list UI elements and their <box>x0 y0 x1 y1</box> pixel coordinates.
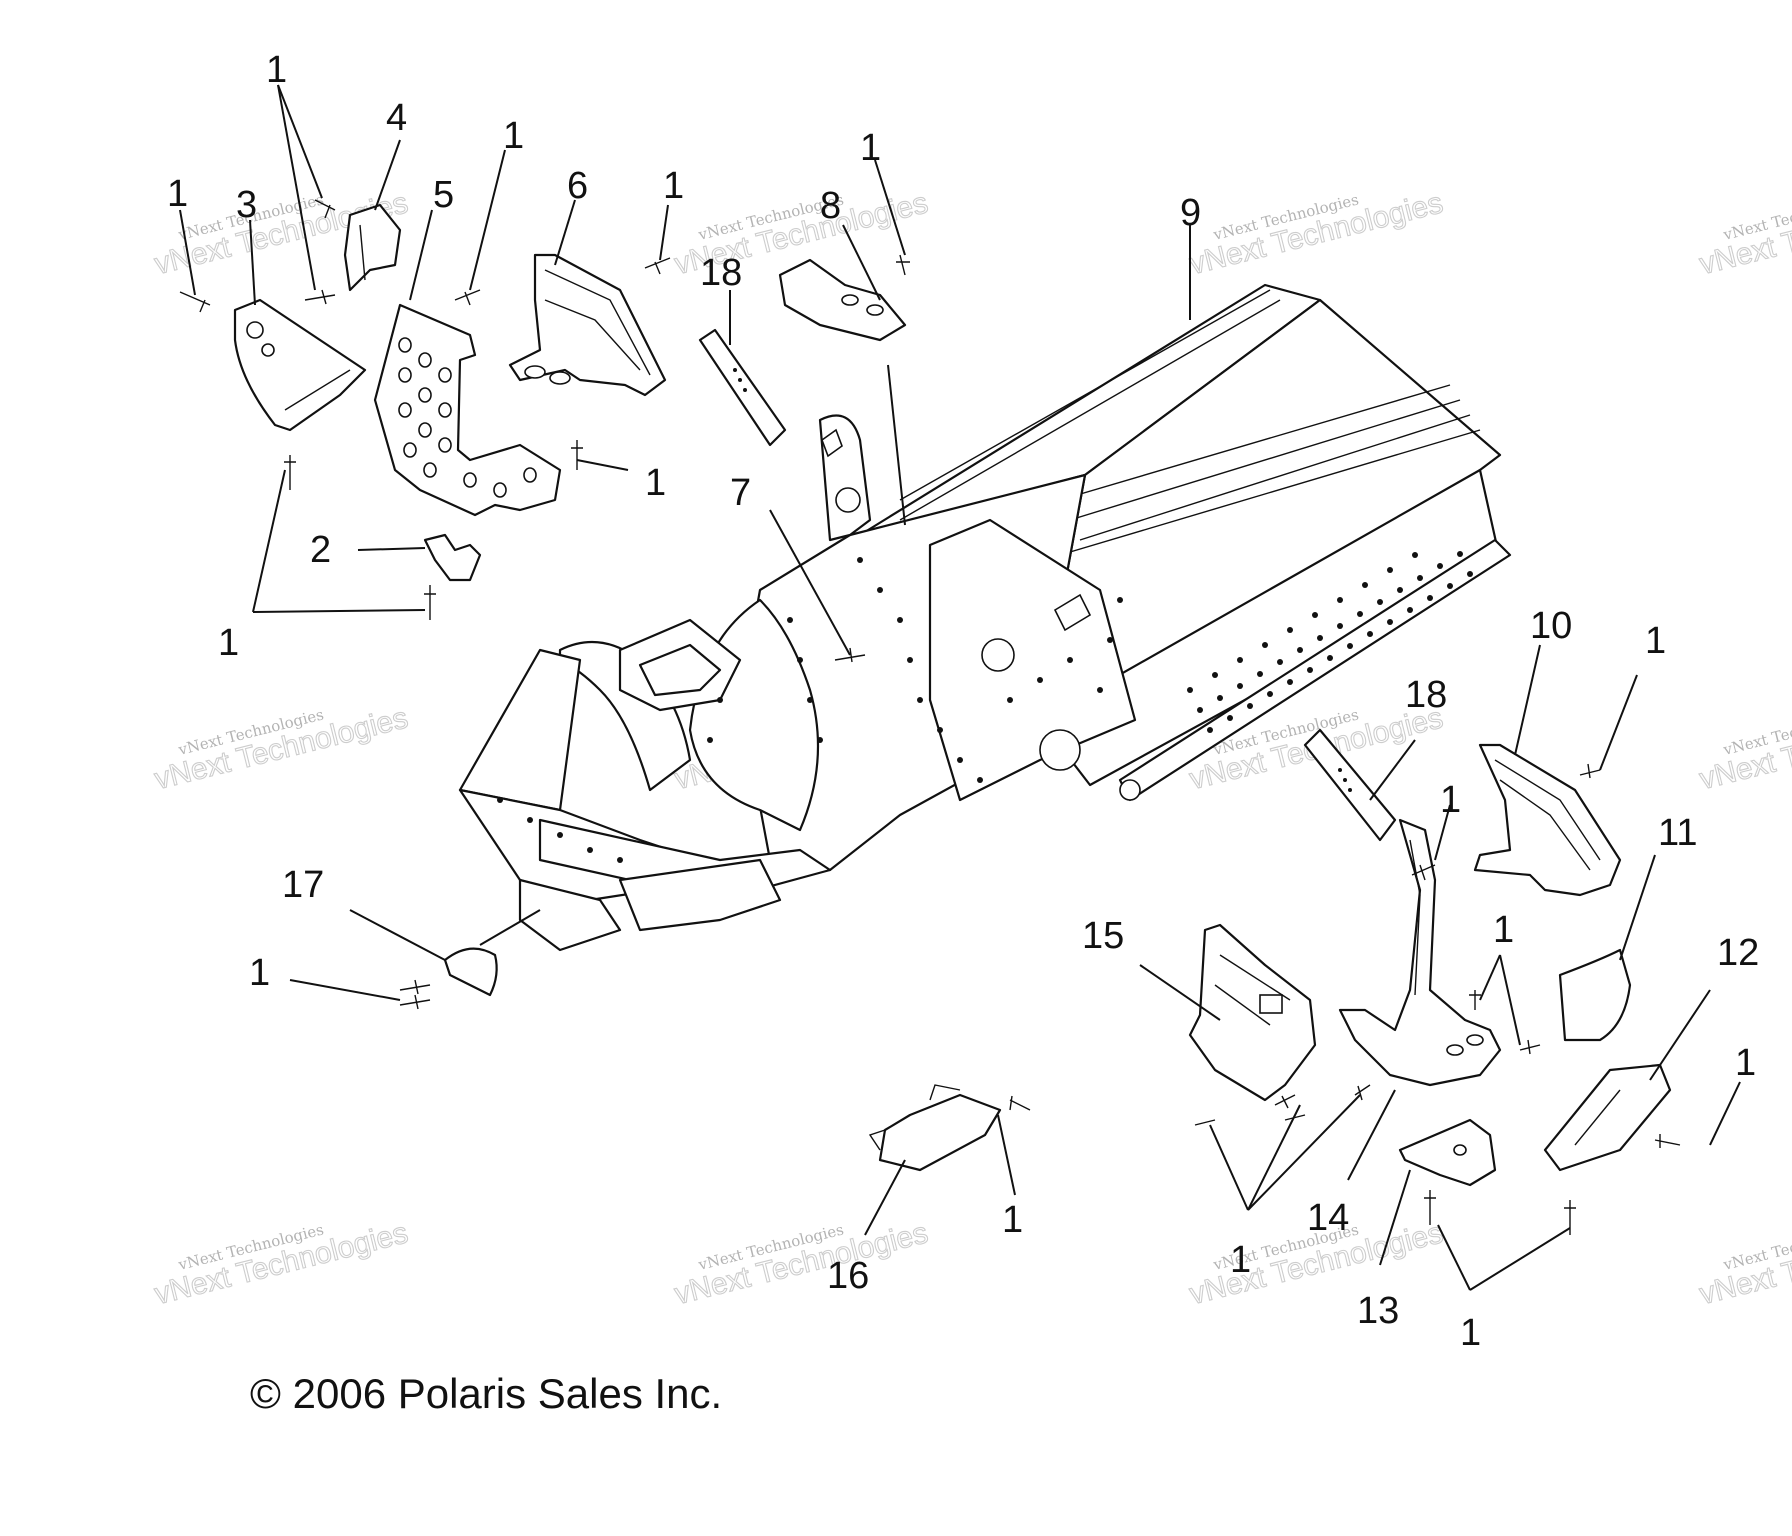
callout-15: 15 <box>1082 915 1124 957</box>
callout-14: 14 <box>1307 1197 1349 1239</box>
callout-13: 13 <box>1357 1290 1399 1332</box>
part-18-lower-strip <box>1303 728 1397 842</box>
callout-17: 17 <box>282 864 324 906</box>
callout-11: 11 <box>1658 812 1697 854</box>
callout-1: 1 <box>249 952 270 994</box>
part-12-plate <box>1543 1063 1672 1172</box>
frame-rivets <box>497 557 1123 863</box>
callout-1: 1 <box>1440 779 1461 821</box>
callout-1: 1 <box>266 49 287 91</box>
callout-16: 16 <box>827 1255 869 1297</box>
part-6-shield <box>508 253 667 397</box>
part-17-cap <box>443 947 498 997</box>
callout-9: 9 <box>1180 192 1201 234</box>
running-board-perforations <box>1187 551 1473 733</box>
callout-1: 1 <box>663 165 684 207</box>
callout-labels: 1 4 1 3 5 1 6 1 8 1 9 18 1 7 2 1 10 1 18… <box>167 49 1759 1354</box>
part-11-cover <box>1558 948 1632 1042</box>
callout-1: 1 <box>503 115 524 157</box>
callout-12: 12 <box>1717 932 1759 974</box>
callout-1: 1 <box>1735 1042 1756 1084</box>
callout-1: 1 <box>860 127 881 169</box>
part-15-shield <box>1188 923 1317 1102</box>
callout-3: 3 <box>236 184 257 226</box>
chassis-frame <box>458 283 1512 952</box>
callout-8: 8 <box>820 185 841 227</box>
part-18-upper-strip <box>698 328 787 447</box>
callout-10: 10 <box>1530 605 1572 647</box>
part-13-bracket <box>1398 1118 1497 1187</box>
callout-1: 1 <box>167 173 188 215</box>
callout-1: 1 <box>1460 1312 1481 1354</box>
callout-1: 1 <box>1230 1239 1251 1281</box>
part-5-skid-plate <box>373 303 562 517</box>
part-3-bracket <box>233 298 367 432</box>
callout-6: 6 <box>567 165 588 207</box>
callout-1: 1 <box>218 622 239 664</box>
part-10-shield <box>1473 743 1622 897</box>
callout-2: 2 <box>310 529 331 571</box>
callout-5: 5 <box>433 174 454 216</box>
callout-7: 7 <box>730 472 751 514</box>
callout-1: 1 <box>645 462 666 504</box>
part-8-bracket <box>778 258 907 342</box>
part-2-clip <box>423 533 482 582</box>
callout-1: 1 <box>1645 620 1666 662</box>
callout-18: 18 <box>700 252 742 294</box>
part-4-bracket <box>343 203 402 292</box>
fasteners <box>179 199 1681 1235</box>
callout-1: 1 <box>1493 909 1514 951</box>
copyright-notice: © 2006 Polaris Sales Inc. <box>250 1370 722 1417</box>
leader-lines <box>179 84 1741 1291</box>
callout-4: 4 <box>386 97 407 139</box>
callout-18: 18 <box>1405 674 1447 716</box>
part-14-footrest <box>1338 818 1502 1087</box>
callout-1: 1 <box>1002 1199 1023 1241</box>
part-16-plate <box>868 1084 1002 1172</box>
